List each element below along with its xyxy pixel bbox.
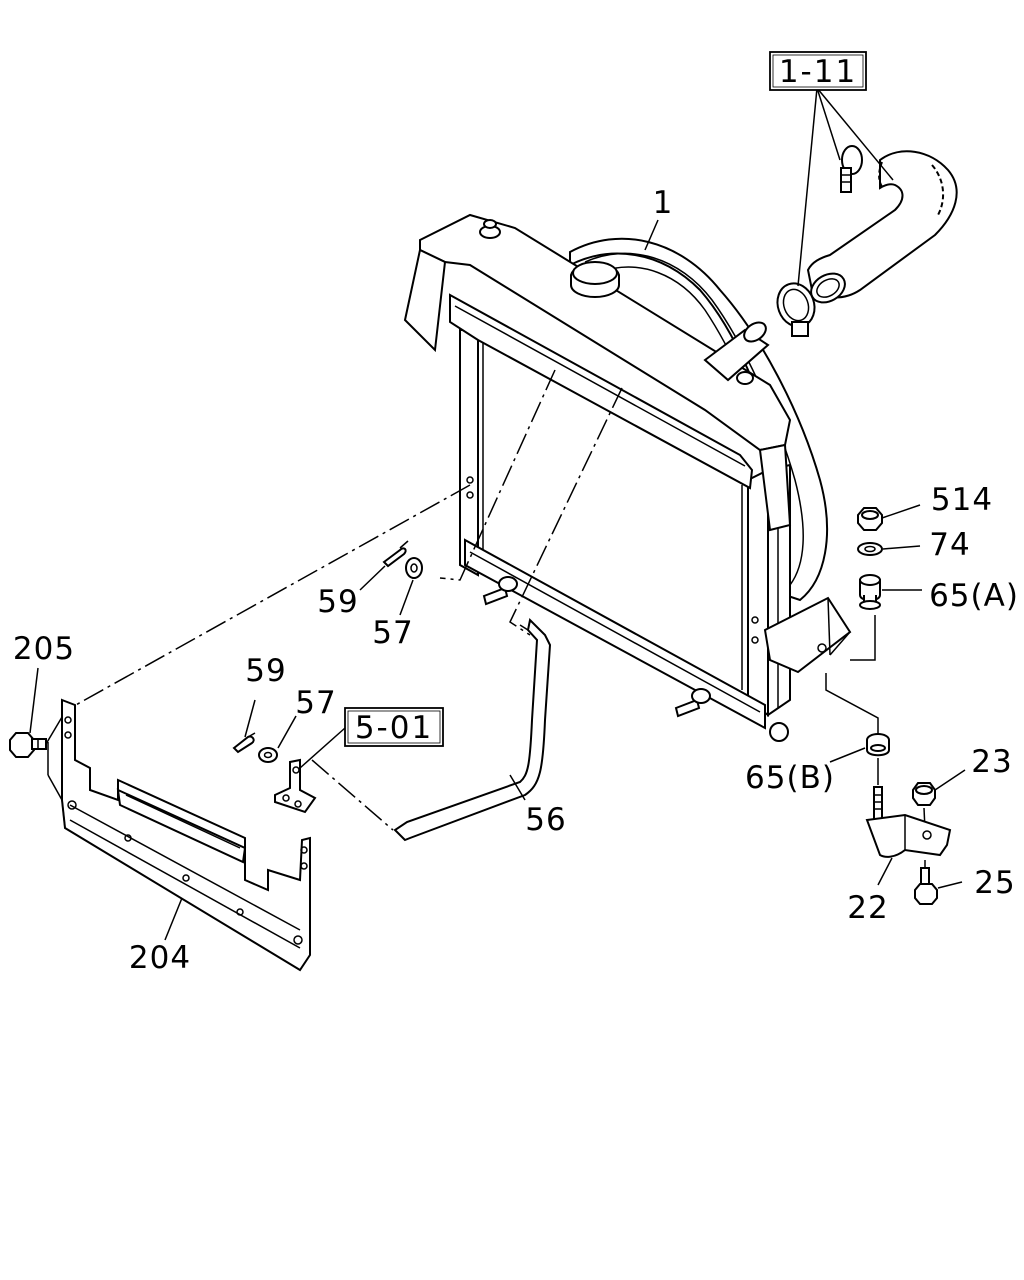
bolt-205	[9, 732, 47, 758]
callout-205: 205	[13, 631, 75, 667]
callout-59-lower: 59	[245, 653, 286, 689]
bracket-22	[865, 813, 952, 858]
pin-59-upper	[382, 540, 409, 568]
radiator-stud-left	[482, 576, 518, 606]
reference-label-5-01: 5-01	[355, 710, 433, 746]
stud-bolt	[873, 786, 883, 823]
cushion-65a	[859, 574, 881, 610]
hose-clamp-lower	[776, 282, 816, 337]
callout-65b: 65(B)	[745, 760, 835, 796]
callout-23: 23	[971, 744, 1012, 780]
callout-22: 22	[847, 890, 888, 926]
radiator-assembly	[403, 213, 852, 742]
washer-74	[857, 542, 883, 556]
cushion-65b	[866, 733, 890, 757]
bolt-25	[914, 867, 938, 905]
hose-clamp-upper	[840, 145, 863, 193]
nut-23	[912, 782, 936, 806]
callout-514: 514	[931, 482, 993, 518]
reference-label-1-11: 1-11	[779, 54, 857, 90]
reference-box-1-11[interactable]: 1-11	[769, 51, 867, 91]
reference-box-5-01[interactable]: 5-01	[344, 707, 444, 747]
callout-25: 25	[974, 865, 1015, 901]
washer-57-lower	[258, 747, 278, 763]
callout-74: 74	[929, 527, 970, 563]
nut-514	[857, 507, 883, 531]
bracket-5-01	[274, 758, 317, 814]
under-cover-204	[47, 698, 311, 972]
radiator-stud-right	[674, 688, 711, 718]
callout-65a: 65(A)	[929, 578, 1019, 614]
callout-204: 204	[129, 940, 191, 976]
callout-57-lower: 57	[295, 685, 336, 721]
stay-rod-56	[393, 617, 552, 842]
pin-59-lower	[232, 732, 256, 754]
callout-57-upper: 57	[372, 615, 413, 651]
callout-59-upper: 59	[317, 584, 358, 620]
washer-57-upper	[405, 557, 423, 579]
upper-hose	[806, 150, 958, 304]
callout-1: 1	[653, 185, 674, 221]
callout-56: 56	[525, 802, 566, 838]
